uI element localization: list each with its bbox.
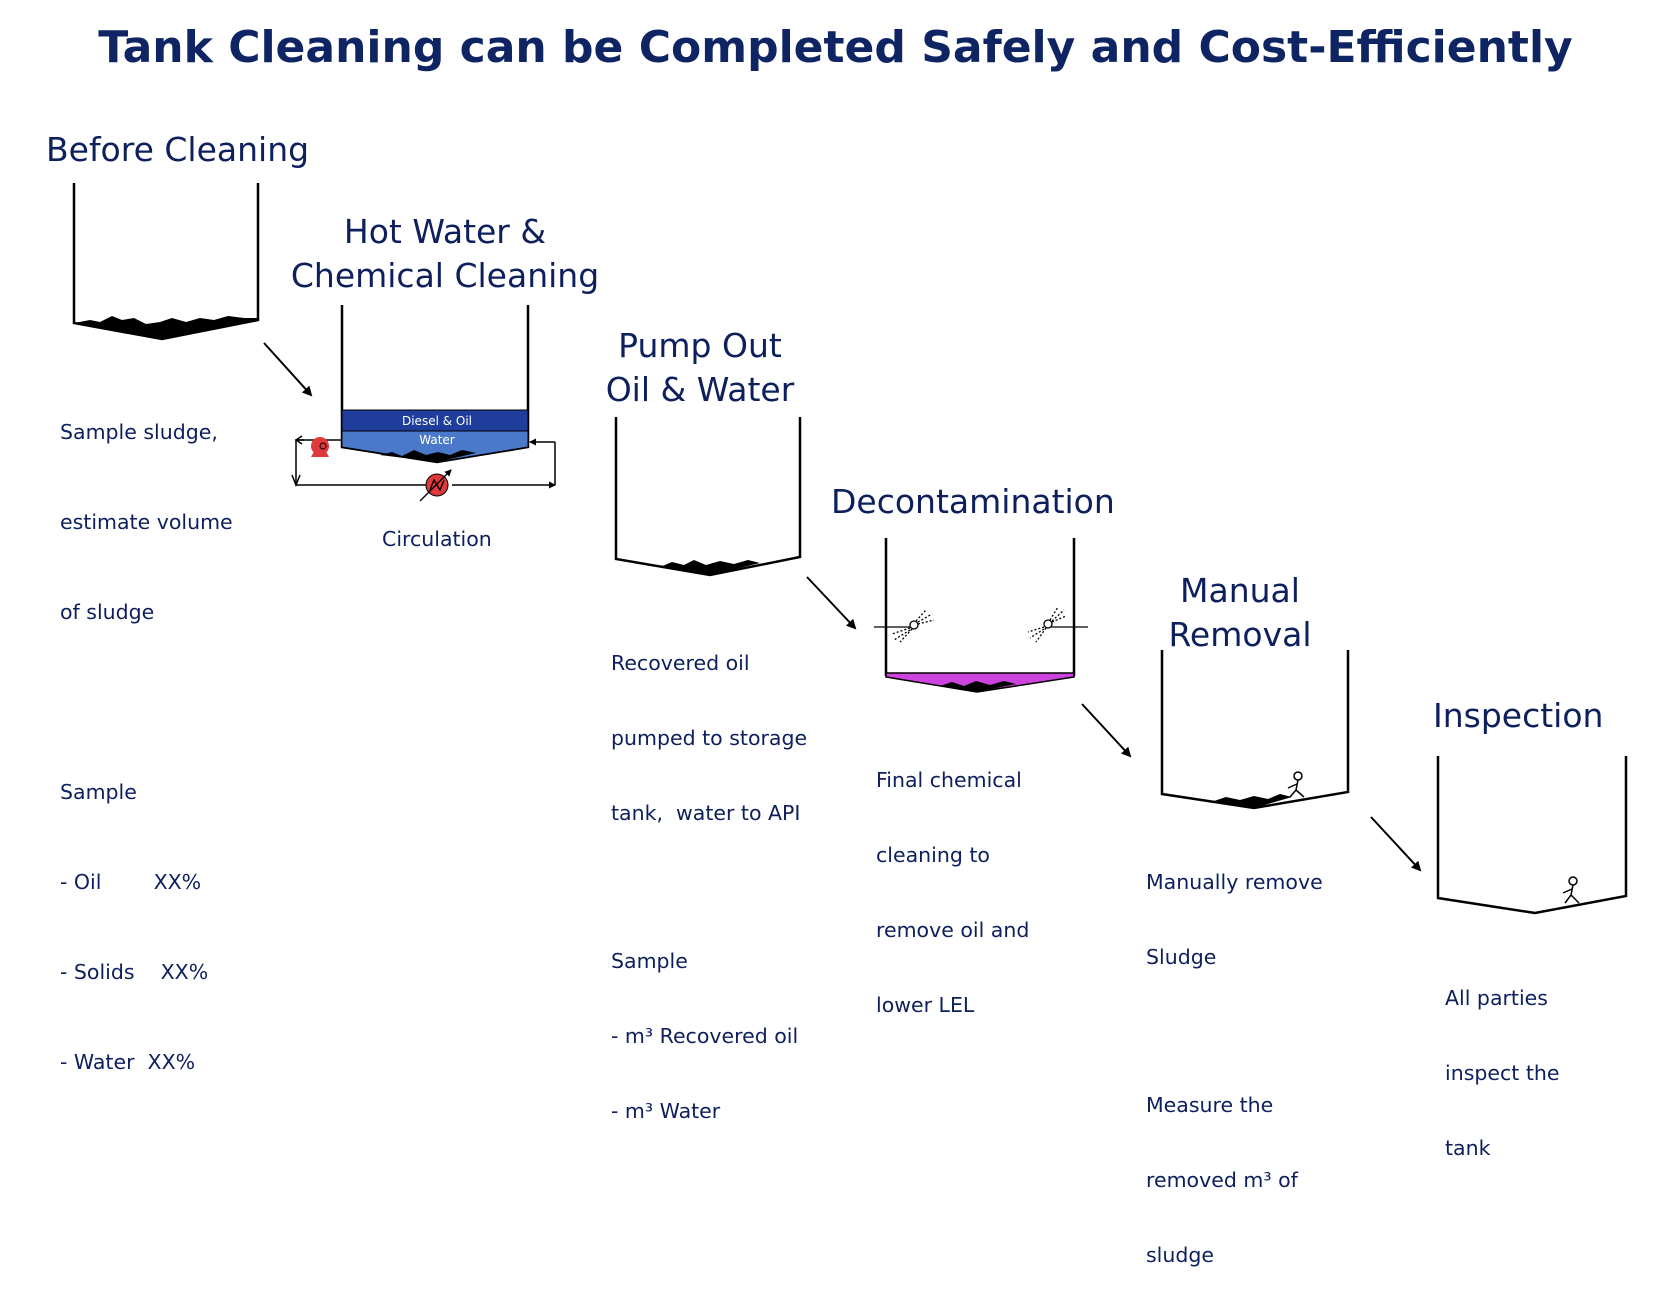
tank-inspection xyxy=(1436,756,1628,915)
before-cleaning-notes: Sample sludge, estimate volume of sludge… xyxy=(60,357,233,1107)
manual-line-4: Measure the xyxy=(1146,1093,1274,1117)
heater-icon xyxy=(419,469,452,502)
hot-water-heading: Hot Water & Chemical Cleaning xyxy=(290,210,600,298)
decon-line-2: cleaning to xyxy=(876,843,990,867)
inspection-line-1: All parties xyxy=(1445,986,1548,1010)
manual-line-2: Sludge xyxy=(1146,945,1217,969)
before-line-7: - Solids XX% xyxy=(60,960,209,984)
arrow-step-2 xyxy=(806,576,857,630)
inspection-line-3: tank xyxy=(1445,1136,1491,1160)
before-line-1: Sample sludge, xyxy=(60,420,218,444)
before-line-6: - Oil XX% xyxy=(60,870,202,894)
hot-water-heading-line1: Hot Water & xyxy=(343,212,547,251)
manual-line-1: Manually remove xyxy=(1146,870,1323,894)
decon-line-1: Final chemical xyxy=(876,768,1022,792)
tank-before xyxy=(72,183,260,341)
tank-manual-removal xyxy=(1160,650,1350,810)
circulation-loop xyxy=(295,438,556,489)
manual-removal-heading-line1: Manual xyxy=(1180,571,1300,610)
spray-nozzle-icon xyxy=(874,609,935,643)
worker-icon xyxy=(1562,876,1580,904)
tank-pump-out xyxy=(614,417,802,577)
worker-icon xyxy=(1287,771,1305,798)
arrow-step-1 xyxy=(263,342,313,397)
pump-line-1: Recovered oil xyxy=(611,651,750,675)
pump-line-7: - m³ Water xyxy=(611,1099,721,1123)
inspection-heading: Inspection xyxy=(1433,696,1604,735)
tank-decontamination xyxy=(884,538,1076,693)
pump-line-5: Sample xyxy=(611,949,688,973)
before-line-5: Sample xyxy=(60,780,137,804)
arrow-step-3 xyxy=(1081,703,1132,758)
spray-nozzle-icon xyxy=(1027,606,1088,643)
decontamination-notes: Final chemical cleaning to remove oil an… xyxy=(876,718,1029,1043)
sludge-before xyxy=(74,316,258,339)
process-diagram: Diesel & Oil Water xyxy=(72,183,1628,915)
hot-water-heading-line2: Chemical Cleaning xyxy=(290,256,600,295)
manual-line-6: sludge xyxy=(1146,1243,1215,1267)
tank-hot-water: Diesel & Oil Water xyxy=(340,305,530,464)
manual-removal-heading: Manual Removal xyxy=(1140,569,1340,657)
decontamination-heading: Decontamination xyxy=(831,482,1115,521)
pump-icon xyxy=(311,437,329,457)
arrow-step-4 xyxy=(1370,816,1422,872)
before-line-2: estimate volume xyxy=(60,510,233,534)
decon-line-3: remove oil and xyxy=(876,918,1030,942)
pump-out-heading-line2: Oil & Water xyxy=(605,370,795,409)
manual-line-5: removed m³ of xyxy=(1146,1168,1298,1192)
before-cleaning-heading: Before Cleaning xyxy=(46,130,310,169)
page-title: Tank Cleaning can be Completed Safely an… xyxy=(98,22,1573,73)
pump-line-3: tank, water to API xyxy=(611,801,801,825)
before-line-3: of sludge xyxy=(60,600,155,624)
pump-out-heading-line1: Pump Out xyxy=(618,326,782,365)
pump-line-2: pumped to storage xyxy=(611,726,808,750)
circulation-caption: Circulation xyxy=(382,527,492,551)
layer-water-label: Water xyxy=(419,433,455,447)
sludge-manual xyxy=(1214,794,1292,808)
inspection-line-2: inspect the xyxy=(1445,1061,1560,1085)
sludge-pump-out xyxy=(660,560,760,575)
before-line-8: - Water XX% xyxy=(60,1050,196,1074)
decon-line-4: lower LEL xyxy=(876,993,975,1017)
manual-removal-heading-line2: Removal xyxy=(1168,615,1312,654)
pump-out-heading: Pump Out Oil & Water xyxy=(590,324,810,412)
layer-diesel-oil-label: Diesel & Oil xyxy=(402,414,472,428)
